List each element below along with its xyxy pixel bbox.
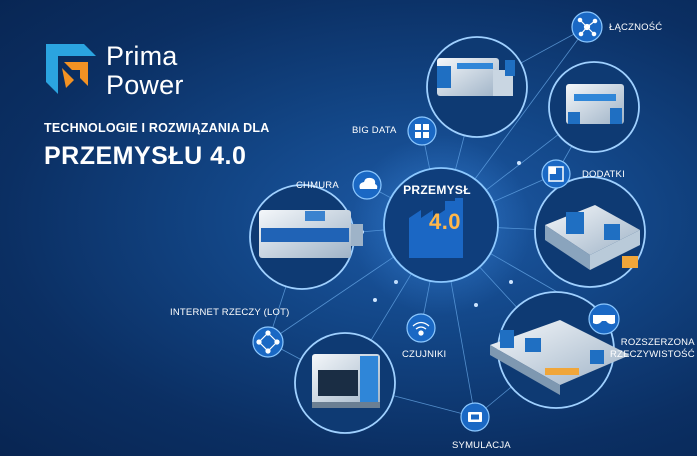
- chip-icon: [468, 412, 482, 422]
- label-simulation[interactable]: SYMULACJA: [452, 440, 511, 451]
- node-sensors[interactable]: [406, 313, 436, 343]
- heading-line1: TECHNOLOGIE I ROZWIĄZANIA DLA: [44, 121, 270, 135]
- label-cloud[interactable]: CHMURA: [296, 180, 339, 191]
- label-addons[interactable]: DODATKI: [582, 169, 625, 180]
- label-connectivity[interactable]: ŁĄCZNOŚĆ: [609, 22, 663, 33]
- iot-icon: [256, 330, 280, 354]
- hub-node: [351, 135, 531, 315]
- node-connectivity[interactable]: [571, 11, 603, 43]
- machine-circle-bottom[interactable]: [294, 332, 396, 434]
- brand-name-line1: Prima: [106, 41, 178, 71]
- node-addons[interactable]: [541, 159, 571, 189]
- cloud-icon: [359, 177, 378, 189]
- vr-glasses-icon: [593, 315, 615, 325]
- addon-icon: [548, 166, 564, 182]
- node-iot[interactable]: [252, 326, 284, 358]
- machine-circle-top-right[interactable]: [548, 61, 640, 153]
- sensor-icon: [412, 321, 430, 336]
- label-ar-line2: RZECZYWISTOŚĆ: [610, 349, 695, 360]
- heading-line2: PRZEMYSŁU 4.0: [44, 142, 247, 170]
- node-simulation[interactable]: [460, 402, 490, 432]
- label-ar[interactable]: ROZSZERZONA RZECZYWISTOŚĆ: [610, 337, 695, 361]
- node-cloud[interactable]: [352, 170, 382, 200]
- machine-circle-top[interactable]: [426, 36, 528, 138]
- node-ar[interactable]: [588, 303, 620, 335]
- brand-logo: Prima Power: [44, 42, 204, 104]
- label-iot[interactable]: INTERNET RZECZY (LOT): [170, 307, 290, 318]
- brand-name: Prima Power: [106, 42, 184, 100]
- data-icon: [415, 124, 429, 138]
- machine-circle-left[interactable]: [249, 184, 363, 290]
- machine-circle-bottom-right[interactable]: [490, 291, 630, 409]
- network-icon: [577, 17, 598, 37]
- hub-label: PRZEMYSŁ: [403, 183, 471, 197]
- label-ar-line1: ROZSZERZONA: [620, 337, 695, 348]
- arrow-logo-icon: [46, 44, 96, 94]
- machine-circle-right[interactable]: [534, 176, 646, 288]
- hub-number: 4.0: [428, 209, 462, 234]
- label-big-data[interactable]: BIG DATA: [352, 125, 397, 136]
- factory-icon: [409, 198, 463, 258]
- brand-name-line2: Power: [106, 70, 184, 100]
- node-big-data[interactable]: [407, 116, 437, 146]
- label-sensors[interactable]: CZUJNIKI: [402, 349, 447, 360]
